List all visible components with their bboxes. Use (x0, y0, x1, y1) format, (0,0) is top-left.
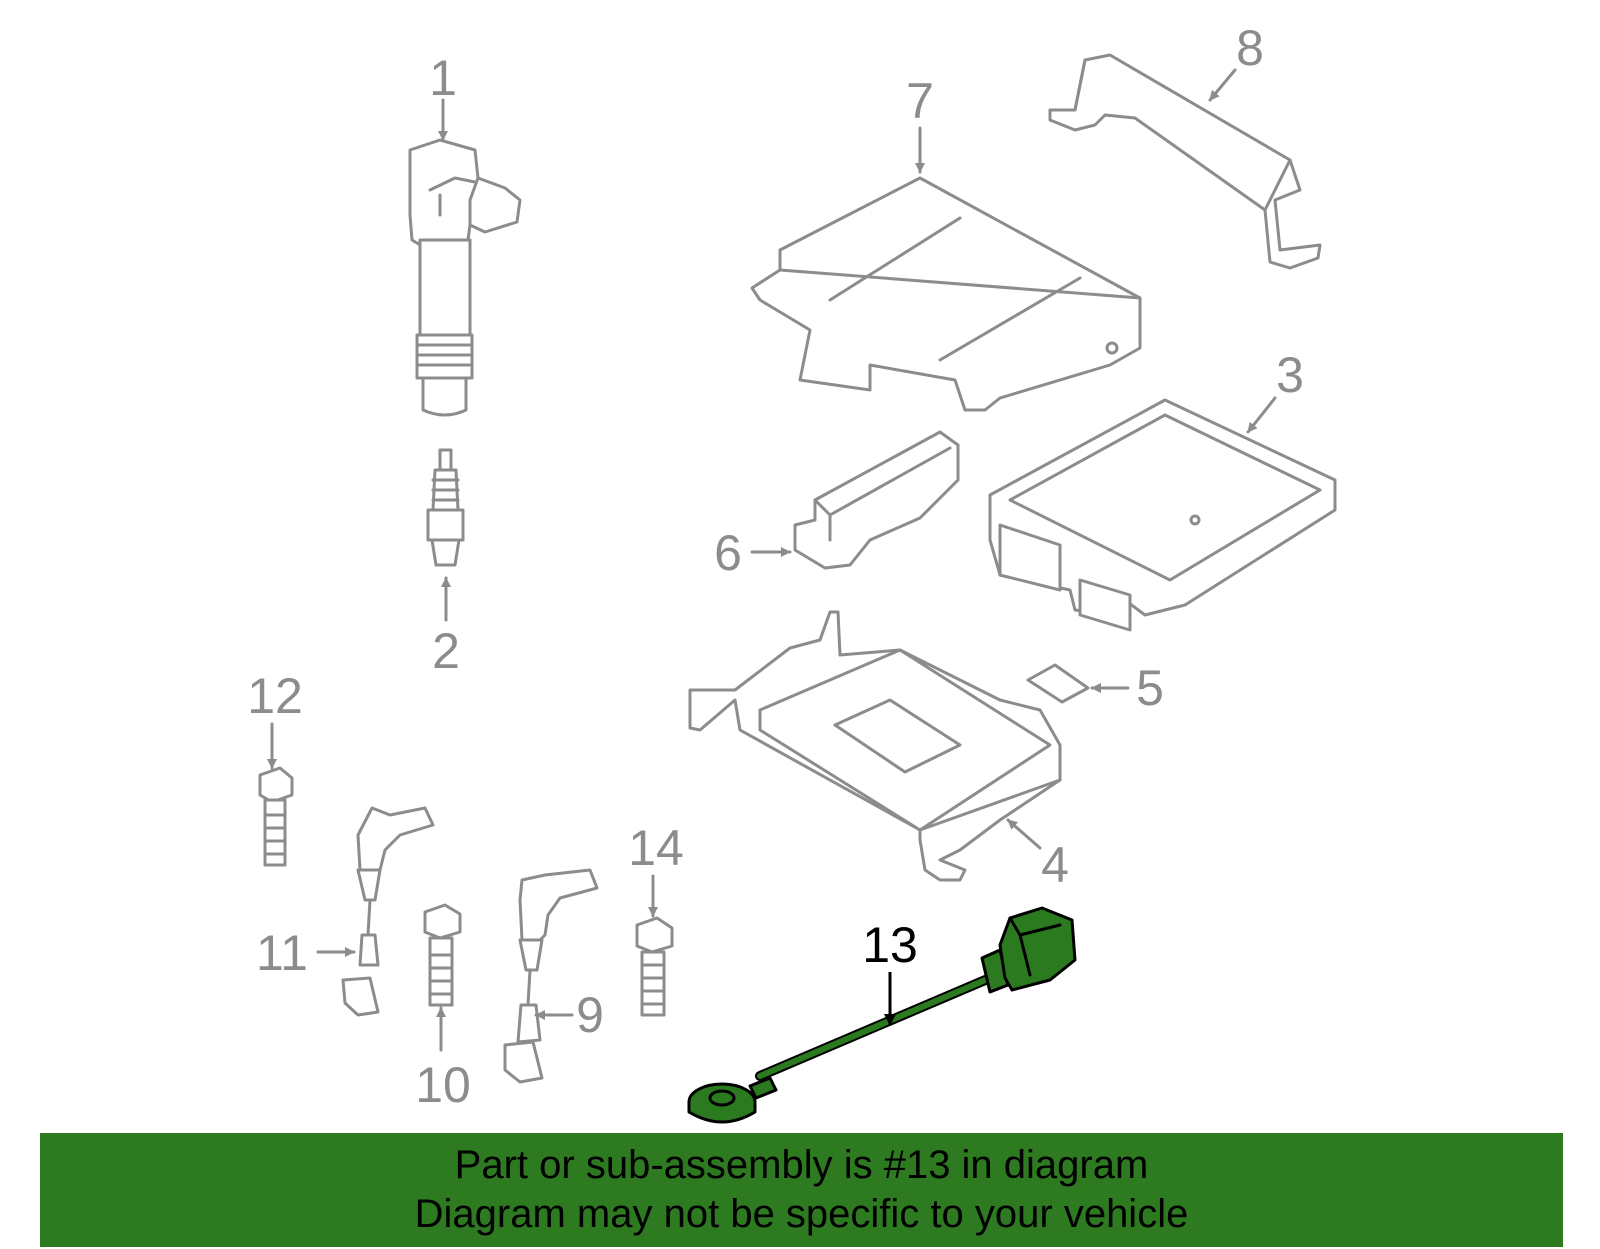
callout-arrow-3 (1246, 396, 1277, 434)
relay-module-part (793, 430, 960, 570)
callout-arrow-8 (1208, 68, 1237, 102)
mounting-tray-part (688, 610, 1062, 882)
parts-diagram: 1 2 7 8 3 6 5 (247, 20, 1337, 1124)
info-banner: Part or sub-assembly is #13 in diagram D… (40, 1133, 1563, 1247)
callout-label-10: 10 (415, 1057, 471, 1113)
bolt-part-14 (635, 916, 674, 1017)
callout-arrow-4 (1006, 818, 1042, 850)
callout-label-8: 8 (1236, 20, 1264, 76)
banner-line-part-number: Part or sub-assembly is #13 in diagram (454, 1143, 1149, 1187)
callout-label-5: 5 (1136, 660, 1164, 716)
sensor-part-9 (503, 868, 599, 1084)
ignition-coil-part (408, 138, 522, 417)
bracket-part (1048, 53, 1322, 270)
callout-label-2: 2 (432, 623, 460, 679)
bolt-part-10 (423, 903, 462, 1007)
callout-label-3: 3 (1276, 347, 1304, 403)
engine-control-module-part (988, 398, 1337, 632)
ecu-cover-part (750, 176, 1142, 412)
banner-line-disclaimer: Diagram may not be specific to your vehi… (414, 1192, 1189, 1236)
callout-label-6: 6 (714, 525, 742, 581)
callout-label-13: 13 (862, 917, 918, 973)
callout-label-1: 1 (429, 50, 457, 106)
callout-label-14: 14 (628, 820, 684, 876)
callout-label-9: 9 (576, 987, 604, 1043)
pad-part (1026, 663, 1090, 704)
callout-label-11: 11 (256, 925, 308, 981)
knock-sensor-part-13 (687, 906, 1077, 1124)
callout-label-12: 12 (247, 668, 303, 724)
spark-plug-part (426, 448, 465, 567)
bolt-part-12 (258, 766, 294, 867)
sensor-part-11 (341, 806, 435, 1017)
callout-label-7: 7 (906, 73, 934, 129)
callout-label-4: 4 (1041, 837, 1069, 893)
